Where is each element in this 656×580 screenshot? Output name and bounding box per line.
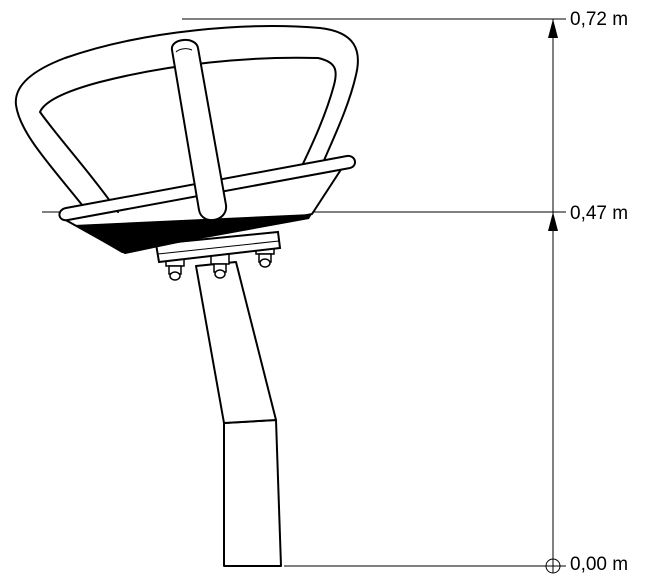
post — [195, 261, 282, 567]
dimension-label-top: 0,72 m — [570, 9, 629, 30]
bolt-center — [210, 253, 230, 279]
dimension-label-bottom: 0,00 m — [570, 554, 629, 575]
post-lower-section — [223, 419, 282, 567]
arrowhead-top — [548, 19, 558, 38]
dimension-arrowheads — [548, 19, 558, 231]
datum-symbol — [545, 558, 561, 574]
mounting-plate — [154, 230, 282, 264]
backrest-vertical-bar — [171, 39, 228, 221]
dimension-lines — [42, 18, 566, 567]
dimension-label-middle: 0,47 m — [570, 203, 629, 224]
arrowhead-middle — [548, 212, 558, 231]
seat-tray-shadow — [74, 214, 312, 253]
post-upper-section — [195, 261, 277, 424]
backrest-outer-edge — [14, 25, 359, 216]
